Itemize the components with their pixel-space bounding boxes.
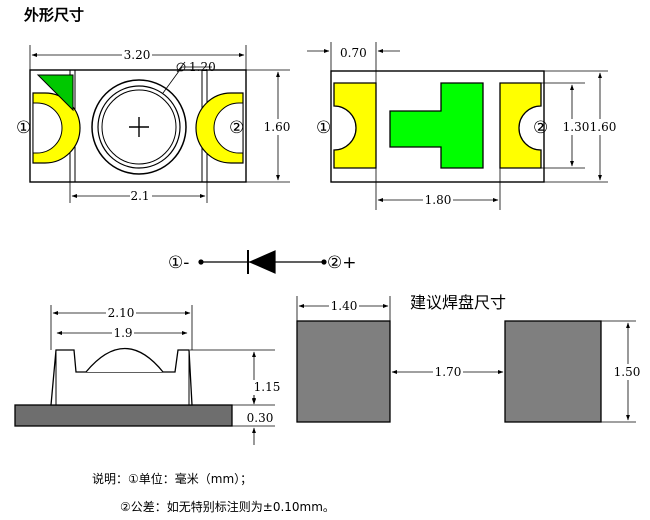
dim-pad-offset-label: 0.70 bbox=[340, 46, 367, 60]
dim-lens-diameter-label: 1.20 bbox=[189, 60, 216, 74]
dim-pad-span-label: 1.80 bbox=[425, 193, 452, 207]
pad-layout-title: 建议焊盘尺寸 bbox=[410, 293, 507, 312]
side-base bbox=[14, 404, 233, 427]
lens-outer bbox=[91, 79, 187, 175]
side-body bbox=[50, 349, 193, 406]
dim-length-label: 3.20 bbox=[124, 48, 151, 62]
dim-pad-width-label: 1.40 bbox=[331, 299, 358, 313]
dim-pad-gap-label: 1.70 bbox=[435, 365, 462, 379]
diode-symbol bbox=[198, 250, 327, 274]
schematic-pin2-label: ②+ bbox=[327, 253, 356, 273]
bottom-pin1-label: ① bbox=[316, 118, 331, 138]
dim-pad-height-label: 1.50 bbox=[614, 365, 641, 379]
dim-bottom-height-label: 1.60 bbox=[590, 120, 617, 134]
dim-inner-height-label: 1.30 bbox=[563, 120, 590, 134]
cathode-mark bbox=[36, 74, 74, 112]
dim-body-height-label: 1.15 bbox=[254, 380, 281, 394]
note-tolerance: ②公差：如无特别标注则为±0.10mm。 bbox=[120, 500, 335, 514]
bottom-view bbox=[307, 42, 608, 210]
side-lens bbox=[85, 348, 164, 373]
dim-inner-width-label: 2.1 bbox=[130, 189, 149, 203]
note-units: 说明：①单位：毫米（mm）； bbox=[92, 472, 253, 486]
right-solder-pad bbox=[504, 320, 602, 423]
top-view bbox=[29, 45, 290, 203]
dim-lens-width-label: 1.9 bbox=[113, 326, 132, 340]
top-pin2-label: ② bbox=[229, 118, 244, 138]
left-solder-pad bbox=[296, 320, 391, 423]
bottom-right-yellow-pad bbox=[499, 82, 542, 169]
section-title: 外形尺寸 bbox=[24, 6, 85, 24]
dim-body-width-label: 2.10 bbox=[108, 306, 135, 320]
pad-layout bbox=[296, 296, 636, 423]
bottom-left-yellow-pad bbox=[333, 82, 377, 169]
top-pin1-label: ① bbox=[16, 118, 31, 138]
schematic-pin1-label: ①- bbox=[168, 253, 189, 273]
dim-top-height-label: 1.60 bbox=[264, 120, 291, 134]
bottom-green-pad bbox=[389, 82, 484, 169]
dim-base-height-label: 0.30 bbox=[247, 411, 274, 425]
bottom-pin2-label: ② bbox=[533, 118, 548, 138]
side-view bbox=[14, 305, 275, 445]
